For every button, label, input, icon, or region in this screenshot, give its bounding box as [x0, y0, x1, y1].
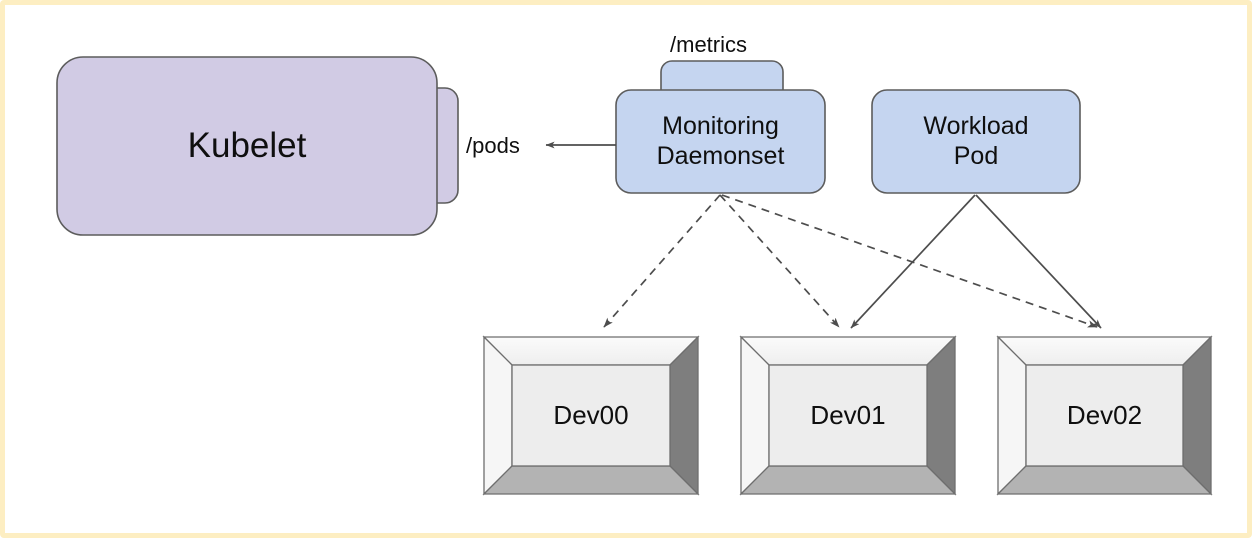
dev01-bottom-bevel	[739, 465, 957, 495]
edges-monitoring-to-devices	[603, 194, 1098, 328]
dev00-bottom-bevel	[482, 465, 700, 495]
dev01-top-bevel	[739, 336, 957, 366]
edge-wp-dev02	[975, 194, 1102, 329]
node-kubelet[interactable]	[56, 56, 459, 236]
monitoring-daemonset-body	[615, 89, 826, 194]
node-dev02[interactable]	[996, 335, 1213, 496]
edge-ds-dev02	[721, 194, 1098, 328]
edge-ds-dev00	[603, 194, 721, 328]
node-dev01[interactable]	[739, 335, 957, 496]
dev02-bottom-bevel	[996, 465, 1213, 495]
dev01-face	[768, 364, 928, 467]
edge-ds-dev01	[719, 194, 840, 328]
node-monitoring-daemonset[interactable]	[615, 60, 826, 194]
node-workload-pod[interactable]	[871, 89, 1081, 194]
dev00-top-bevel	[482, 336, 700, 366]
kubelet-body	[56, 56, 438, 236]
dev02-top-bevel	[996, 336, 1213, 366]
edge-wp-dev01	[850, 194, 976, 329]
workload-pod-body	[871, 89, 1081, 194]
dev00-face	[511, 364, 671, 467]
edges-workload-to-devices	[850, 194, 1102, 329]
node-dev00[interactable]	[482, 335, 700, 496]
dev02-face	[1025, 364, 1184, 467]
